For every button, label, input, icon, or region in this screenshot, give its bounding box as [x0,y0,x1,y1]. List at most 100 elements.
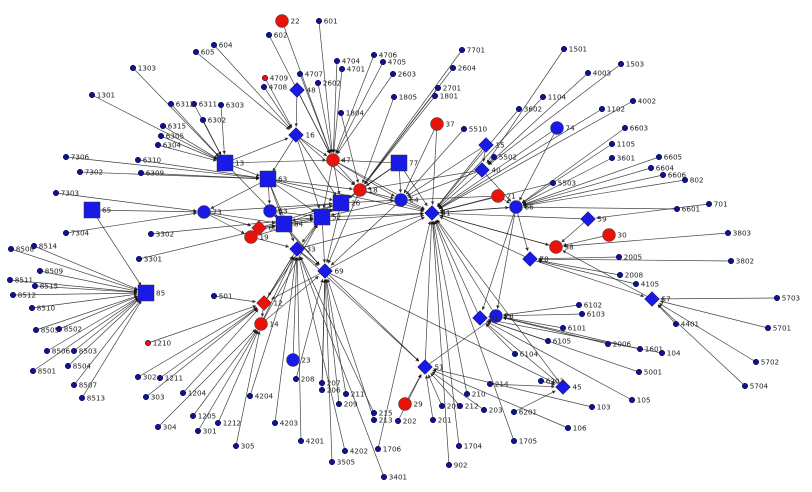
node-7304[interactable] [62,229,70,237]
node-8512[interactable] [9,291,17,299]
node-4202[interactable] [341,447,349,455]
node-1704[interactable] [455,442,463,450]
node-19[interactable] [244,230,258,244]
node-2603[interactable] [389,70,397,78]
node-104[interactable] [658,349,666,357]
node-6315[interactable] [159,122,167,130]
node-201[interactable] [429,416,437,424]
node-208[interactable] [292,375,300,383]
node-1301[interactable] [88,91,96,99]
node-7701[interactable] [458,46,466,54]
node-902[interactable] [445,461,453,469]
node-73[interactable] [197,205,211,219]
node-13[interactable] [216,154,234,172]
node-105[interactable] [628,396,636,404]
node-1204[interactable] [179,389,187,397]
node-4706[interactable] [370,51,378,59]
node-4708[interactable] [260,83,268,91]
node-2701[interactable] [434,84,442,92]
node-211[interactable] [342,390,350,398]
node-605[interactable] [192,48,200,56]
node-5702[interactable] [752,358,760,366]
node-8508[interactable] [7,245,15,253]
node-5703[interactable] [773,294,781,302]
node-4003[interactable] [584,69,592,77]
node-78[interactable] [522,251,538,267]
node-74[interactable] [550,121,564,135]
node-1801[interactable] [431,92,439,100]
node-4704[interactable] [333,57,341,65]
node-65[interactable] [83,201,101,219]
node-1503[interactable] [617,60,625,68]
node-8504[interactable] [64,362,72,370]
node-214[interactable] [486,380,494,388]
node-77[interactable] [390,154,408,172]
node-4002[interactable] [629,97,637,105]
node-63[interactable] [259,170,277,188]
node-4707[interactable] [296,70,304,78]
node-66[interactable] [509,200,523,214]
node-3505[interactable] [328,458,336,466]
node-6305[interactable] [157,132,165,140]
node-6203[interactable] [537,377,545,385]
node-6201[interactable] [510,408,518,416]
node-1303[interactable] [129,64,137,72]
node-8510[interactable] [28,304,36,312]
node-37[interactable] [430,117,444,131]
node-40[interactable] [474,162,490,178]
node-84[interactable] [275,215,293,233]
node-1211[interactable] [156,374,164,382]
node-206[interactable] [318,386,326,394]
node-5503[interactable] [549,179,557,187]
node-8503[interactable] [70,347,78,355]
node-8514[interactable] [30,242,38,250]
node-6101[interactable] [559,324,567,332]
node-6303[interactable] [217,101,225,109]
node-802[interactable] [681,176,689,184]
node-7303[interactable] [52,189,60,197]
node-604[interactable] [210,41,218,49]
node-18[interactable] [353,183,367,197]
node-304[interactable] [154,423,162,431]
node-2602[interactable] [314,79,322,87]
node-213[interactable] [370,416,378,424]
node-207[interactable] [318,379,326,387]
node-54[interactable] [394,193,408,207]
node-2604[interactable] [449,64,457,72]
node-1212[interactable] [214,419,222,427]
node-1104[interactable] [539,93,547,101]
node-57[interactable] [644,291,660,307]
node-210[interactable] [463,390,471,398]
node-69[interactable] [317,263,333,279]
node-8513[interactable] [78,394,86,402]
node-1805[interactable] [390,93,398,101]
node-1205[interactable] [189,412,197,420]
node-6601[interactable] [673,205,681,213]
node-6606[interactable] [659,171,667,179]
node-6105[interactable] [544,337,552,345]
node-303[interactable] [142,393,150,401]
node-3601[interactable] [608,154,616,162]
node-3802[interactable] [727,257,735,265]
node-4204[interactable] [246,392,254,400]
node-6604[interactable] [647,164,655,172]
node-4709[interactable] [261,74,269,82]
node-602[interactable] [265,31,273,39]
node-53[interactable] [263,204,277,218]
node-6304[interactable] [154,141,162,149]
node-3301[interactable] [135,255,143,263]
node-45[interactable] [555,379,571,395]
node-4701[interactable] [338,65,346,73]
node-15[interactable] [478,137,494,153]
node-601[interactable] [315,17,323,25]
node-4401[interactable] [672,320,680,328]
node-2008[interactable] [616,271,624,279]
node-48[interactable] [289,82,305,98]
node-215[interactable] [370,409,378,417]
node-203[interactable] [480,406,488,414]
node-6309[interactable] [137,169,145,177]
node-6302[interactable] [199,116,207,124]
node-205[interactable] [438,402,446,410]
node-8507[interactable] [70,381,78,389]
node-8515[interactable] [31,282,39,290]
